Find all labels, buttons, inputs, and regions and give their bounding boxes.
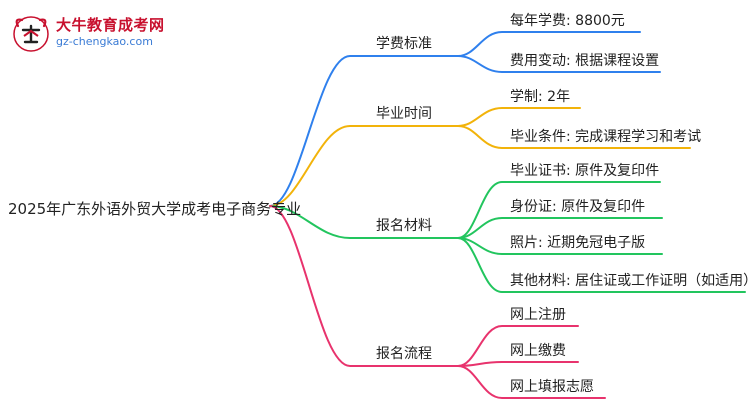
branch-process: 报名流程	[376, 346, 432, 362]
connector-root-graduation	[269, 125, 459, 207]
root-node: 2025年广东外语外贸大学成考电子商务专业	[8, 200, 302, 218]
leaf-fees-annual: 每年学费: 8800元	[510, 13, 625, 29]
connector-grad-2	[457, 125, 691, 149]
connector-fees-2	[457, 55, 661, 73]
leaf-mat-other: 其他材料: 居住证或工作证明（如适用）	[510, 273, 750, 289]
connector-proc-2	[457, 361, 579, 367]
leaf-mat-photo: 照片: 近期免冠电子版	[510, 235, 646, 251]
connector-root-materials	[269, 205, 459, 239]
leaf-proc-payment: 网上缴费	[510, 343, 566, 359]
leaf-grad-duration: 学制: 2年	[510, 89, 571, 105]
connector-root-process	[269, 205, 459, 367]
site-logo[interactable]: 大牛教育成考网 gz-chengkao.com	[10, 12, 170, 54]
leaf-mat-diploma: 毕业证书: 原件及复印件	[510, 163, 660, 179]
connector-proc-1	[457, 325, 579, 367]
leaf-grad-condition: 毕业条件: 完成课程学习和考试	[510, 129, 702, 145]
connector-proc-3	[457, 365, 606, 399]
connector-mat-4	[457, 237, 746, 293]
branch-graduation: 毕业时间	[376, 106, 432, 122]
connector-fees-1	[457, 31, 641, 57]
leaf-proc-register: 网上注册	[510, 307, 566, 323]
connector-grad-1	[457, 107, 581, 127]
leaf-mat-id: 身份证: 原件及复印件	[510, 199, 646, 215]
branch-fees: 学费标准	[376, 36, 432, 52]
leaf-fees-change: 费用变动: 根据课程设置	[510, 53, 660, 69]
leaf-proc-application: 网上填报志愿	[510, 379, 594, 395]
logo-title: 大牛教育成考网	[56, 16, 165, 34]
connector-root-fees	[269, 55, 459, 207]
branch-materials: 报名材料	[376, 218, 432, 234]
logo-url[interactable]: gz-chengkao.com	[56, 35, 153, 48]
connector-mat-1	[457, 181, 661, 239]
connector-mat-2	[457, 217, 663, 239]
bull-logo-icon	[13, 16, 49, 52]
